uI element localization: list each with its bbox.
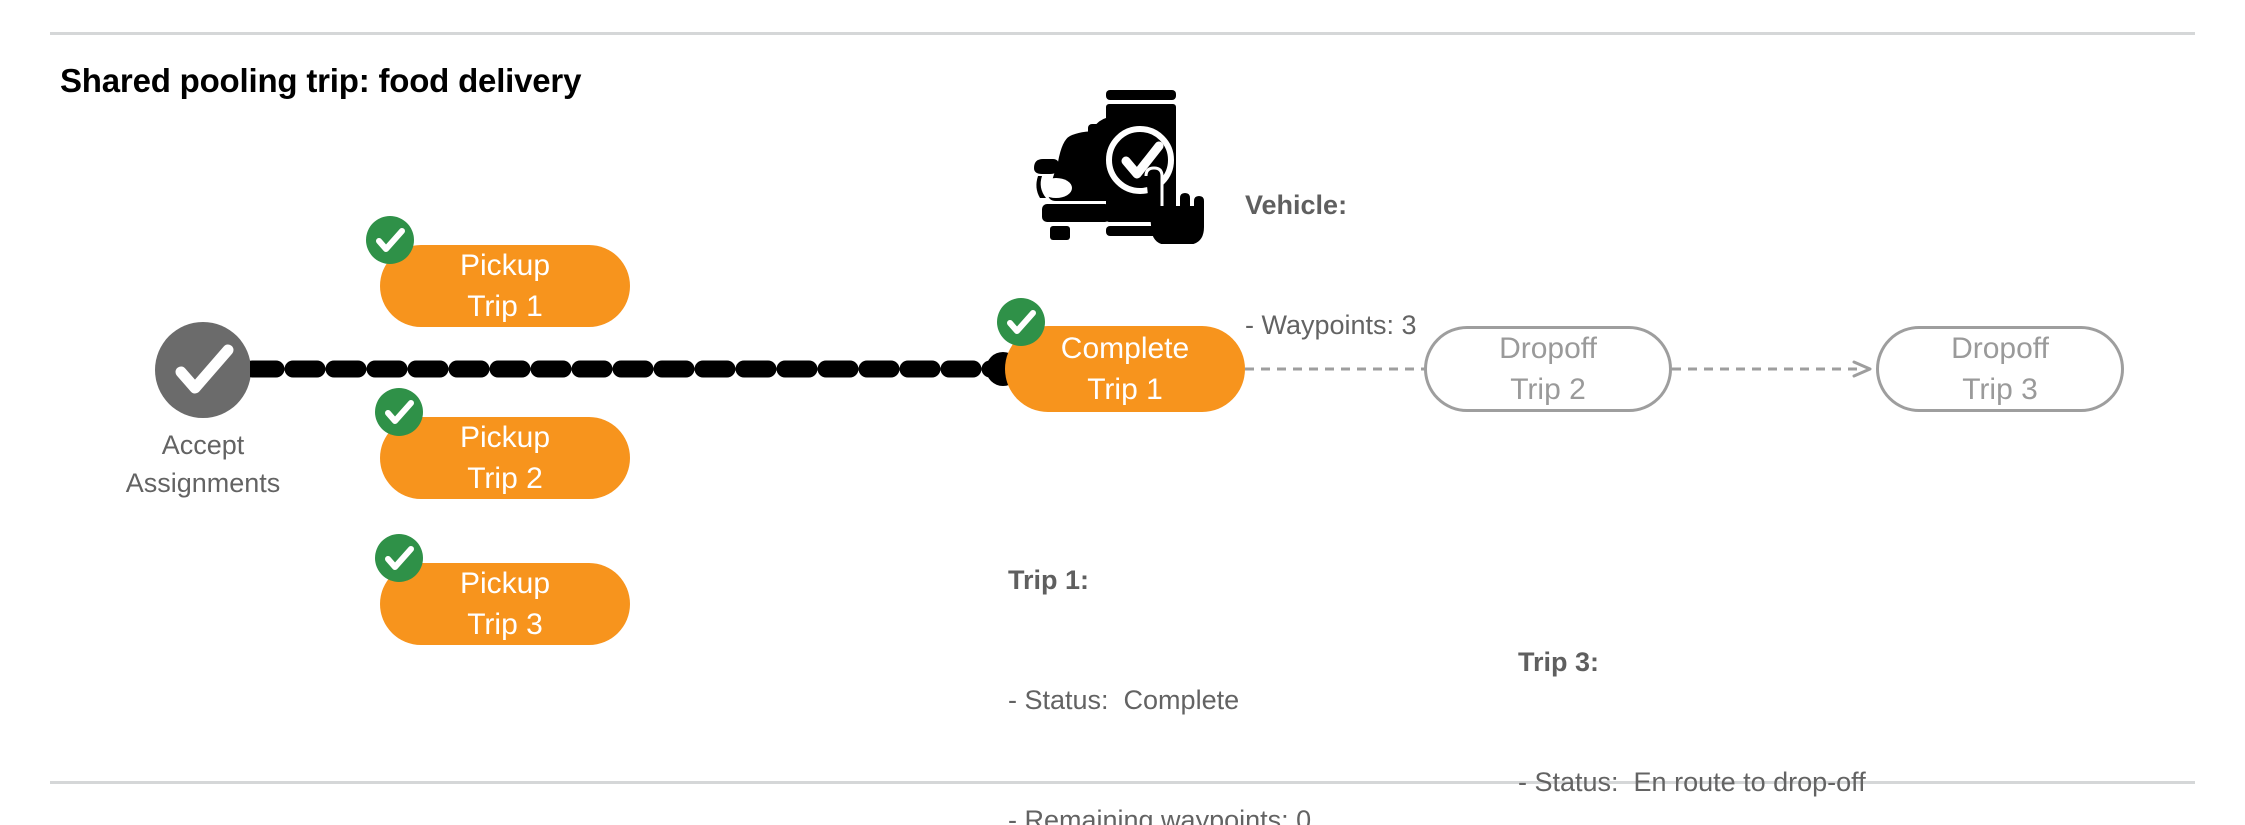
accept-assignments-node[interactable]: Accept Assignments [126,322,280,498]
dropoff-trip-3-line1: Dropoff [1951,332,2049,365]
pickup-trip-1-line2: Trip 1 [467,290,543,323]
check-badge-icon-pickup-3 [375,534,423,582]
accept-assignments-label: Accept Assignments [93,426,313,502]
trip-3-status-row: - Status: En route to drop-off [1518,762,1866,802]
check-badge-icon-pickup-1 [366,216,414,264]
vehicle-info-block: Vehicle: - Waypoints: 3 [1245,105,1417,425]
pickup-trip-2-line2: Trip 2 [467,462,543,495]
trip-3-status-value: En route to drop-off [1633,767,1866,797]
dropoff-trip-2-node[interactable]: Dropoff Trip 2 [1424,326,1672,412]
trip-1-2-info-block: Trip 1: - Status: Complete - Remaining w… [1008,480,1356,825]
check-badge-icon-pickup-2 [375,388,423,436]
trip-1-status-value: Complete [1123,685,1240,715]
dropoff-trip-2-line2: Trip 2 [1510,373,1586,406]
vehicle-info-heading: Vehicle: [1245,190,1348,220]
pickup-trip-1-node[interactable]: Pickup Trip 1 [380,245,630,327]
check-badge-icon-complete-1 [997,298,1045,346]
trip-1-heading: Trip 1: [1008,565,1090,595]
page-title: Shared pooling trip: food delivery [60,62,582,99]
dropoff-trip-3-node[interactable]: Dropoff Trip 3 [1876,326,2124,412]
trip-3-info-block: Trip 3: - Status: En route to drop-off -… [1518,562,1866,825]
trip-1-status-row: - Status: Complete [1008,680,1356,720]
pickup-trip-1-line1: Pickup [459,249,551,282]
accept-label-line2: Assignments [125,468,281,498]
trip-1-status-label: - Status: [1008,685,1124,715]
trip-3-status-label: - Status: [1518,767,1634,797]
pickup-trip-3-line2: Trip 3 [467,608,543,641]
vehicle-phone-check-icon [1028,84,1208,245]
dropoff-trip-3-line2: Trip 3 [1962,373,2038,406]
accept-label-line1: Accept [161,430,245,460]
divider-bottom [50,781,2195,784]
pickup-trip-3-node[interactable]: Pickup Trip 3 [380,563,630,645]
dropoff-trip-2-line1: Dropoff [1499,332,1597,365]
trip-1-waypoints: - Remaining waypoints: 0 [1008,805,1312,825]
connector-dropoff-2-to-dropoff-3 [1672,360,1872,378]
complete-trip-1-line2: Trip 1 [1087,373,1163,406]
trunk-dashed-line [250,360,1012,378]
vehicle-info-waypoints: - Waypoints: 3 [1245,310,1417,340]
check-circle-icon [155,322,251,418]
complete-trip-1-line1: Complete [1060,332,1190,365]
trip-3-heading: Trip 3: [1518,647,1600,677]
pickup-trip-3-line1: Pickup [459,567,551,600]
divider-top [50,32,2195,35]
connector-complete-to-dropoff-2 [1245,367,1425,371]
pickup-trip-2-line1: Pickup [459,421,551,454]
pickup-trip-2-node[interactable]: Pickup Trip 2 [380,417,630,499]
complete-trip-1-node[interactable]: Complete Trip 1 [1005,326,1245,412]
